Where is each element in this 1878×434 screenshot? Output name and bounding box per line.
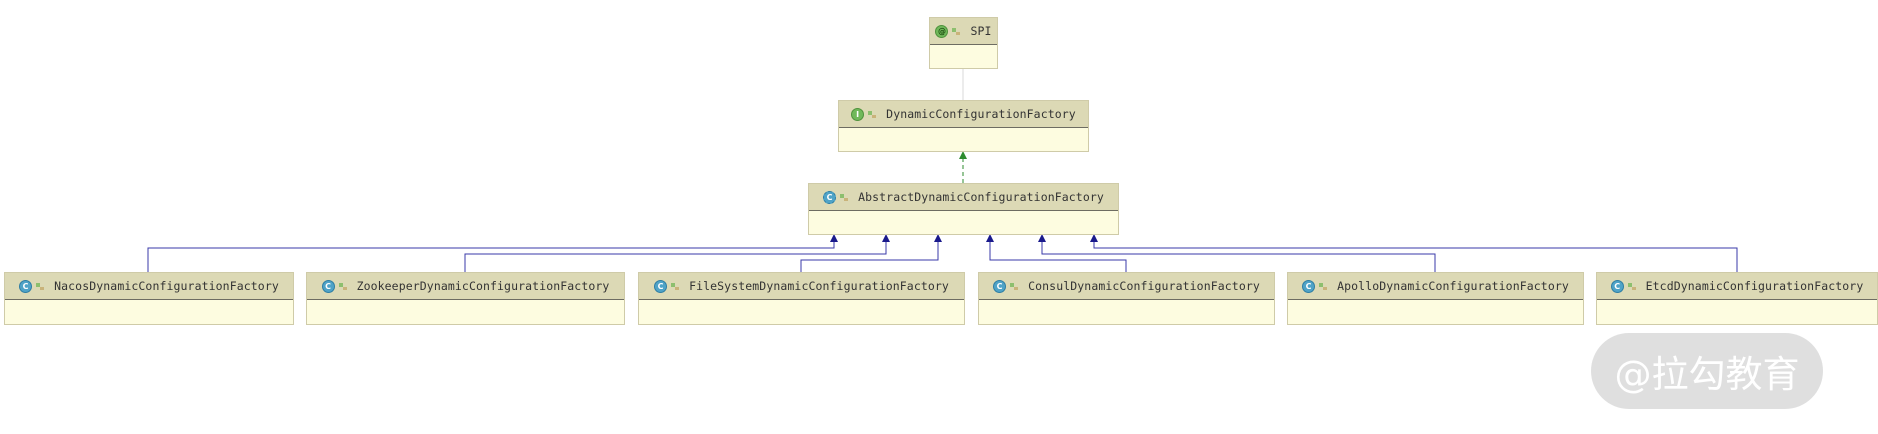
class-name: ApolloDynamicConfigurationFactory	[1337, 279, 1569, 293]
visibility-icon	[840, 193, 849, 201]
visibility-icon	[1319, 282, 1328, 290]
class-node-abstract-dynamic-configuration-factory[interactable]: C AbstractDynamicConfigurationFactory	[808, 183, 1119, 235]
class-node-header: C ConsulDynamicConfigurationFactory	[979, 273, 1274, 300]
class-name: ZookeeperDynamicConfigurationFactory	[356, 279, 610, 293]
class-icon: C	[321, 279, 335, 293]
class-name: SPI	[970, 24, 992, 38]
edge-extends-nacos-to-adcf	[147, 234, 838, 272]
visibility-icon	[671, 282, 680, 290]
class-icon: C	[19, 279, 33, 293]
interface-icon: I	[851, 107, 865, 121]
edge-extends-fs-to-adcf	[800, 234, 942, 272]
class-node-header: C EtcdDynamicConfigurationFactory	[1597, 273, 1877, 300]
visibility-icon	[868, 110, 877, 118]
class-node-header: C FileSystemDynamicConfigurationFactory	[639, 273, 964, 300]
class-name: EtcdDynamicConfigurationFactory	[1645, 279, 1864, 293]
class-name: DynamicConfigurationFactory	[886, 107, 1076, 121]
class-node-zookeeper-dynamic-configuration-factory[interactable]: C ZookeeperDynamicConfigurationFactory	[306, 272, 625, 325]
visibility-icon	[952, 27, 961, 35]
class-node-header: I DynamicConfigurationFactory	[839, 101, 1088, 128]
class-icon: C	[654, 279, 668, 293]
class-node-header: C NacosDynamicConfigurationFactory	[5, 273, 293, 300]
class-node-apollo-dynamic-configuration-factory[interactable]: C ApolloDynamicConfigurationFactory	[1287, 272, 1584, 325]
class-node-header: @ SPI	[930, 18, 997, 45]
edge-extends-consul-to-adcf	[986, 234, 1127, 272]
watermark: @拉勾教育	[1591, 333, 1823, 409]
class-name: AbstractDynamicConfigurationFactory	[858, 190, 1104, 204]
class-node-etcd-dynamic-configuration-factory[interactable]: C EtcdDynamicConfigurationFactory	[1596, 272, 1878, 325]
visibility-icon	[338, 282, 347, 290]
class-icon: C	[993, 279, 1007, 293]
class-node-nacos-dynamic-configuration-factory[interactable]: C NacosDynamicConfigurationFactory	[4, 272, 294, 325]
visibility-icon	[36, 282, 45, 290]
edge-extends-apollo-to-adcf	[1038, 234, 1436, 272]
class-node-header: C AbstractDynamicConfigurationFactory	[809, 184, 1118, 211]
class-name: ConsulDynamicConfigurationFactory	[1028, 279, 1260, 293]
edge-extends-etcd-to-adcf	[1090, 234, 1738, 272]
visibility-icon	[1010, 282, 1019, 290]
class-node-dynamic-configuration-factory[interactable]: I DynamicConfigurationFactory	[838, 100, 1089, 152]
class-node-header: C ZookeeperDynamicConfigurationFactory	[307, 273, 624, 300]
class-node-spi[interactable]: @ SPI	[929, 17, 998, 69]
class-name: NacosDynamicConfigurationFactory	[54, 279, 279, 293]
class-icon: C	[1302, 279, 1316, 293]
class-node-consul-dynamic-configuration-factory[interactable]: C ConsulDynamicConfigurationFactory	[978, 272, 1275, 325]
class-node-file-system-dynamic-configuration-factory[interactable]: C FileSystemDynamicConfigurationFactory	[638, 272, 965, 325]
class-icon: C	[1610, 279, 1624, 293]
edge-extends-zk-to-adcf	[464, 234, 890, 272]
visibility-icon	[1627, 282, 1636, 290]
class-name: FileSystemDynamicConfigurationFactory	[689, 279, 949, 293]
abstract-class-icon: C	[823, 190, 837, 204]
annotation-type-icon: @	[935, 24, 949, 38]
class-node-header: C ApolloDynamicConfigurationFactory	[1288, 273, 1583, 300]
